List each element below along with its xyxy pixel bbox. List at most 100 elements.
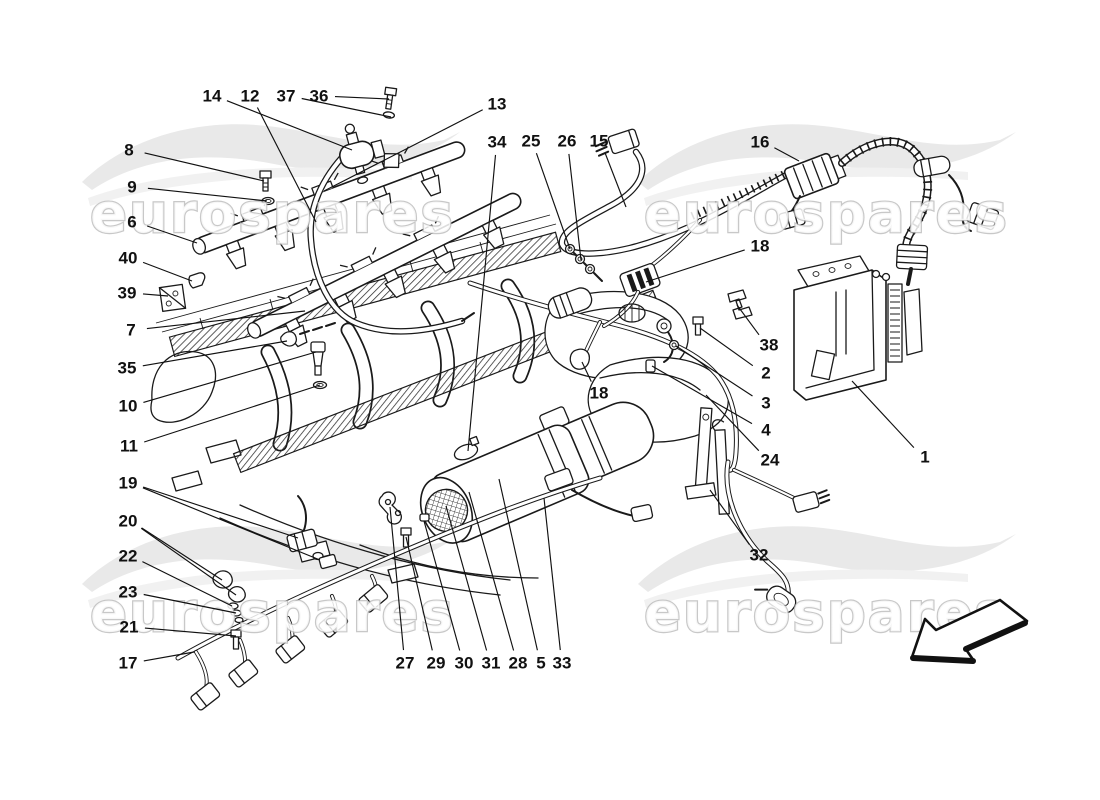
ignition-wire-harness bbox=[175, 475, 603, 711]
left-manifold bbox=[150, 350, 217, 423]
watermark-swoosh-bottom-right bbox=[638, 526, 1016, 608]
part-callout-6: 6 bbox=[127, 213, 136, 232]
spark-plug-boot bbox=[228, 659, 259, 688]
fuel-rail-a bbox=[192, 141, 466, 270]
leader-line bbox=[143, 593, 237, 614]
watermark-text: eurospares bbox=[90, 182, 455, 245]
part-callout-40: 40 bbox=[119, 249, 138, 268]
part-callout-25: 25 bbox=[522, 132, 541, 151]
leader-line bbox=[851, 380, 915, 448]
leader-line bbox=[709, 489, 750, 545]
part-callout-24: 24 bbox=[761, 451, 780, 470]
eyelet bbox=[656, 318, 672, 334]
leader-line bbox=[146, 310, 306, 330]
leader-line bbox=[334, 96, 390, 100]
nut-3 bbox=[668, 339, 680, 351]
plug-right bbox=[966, 202, 1000, 231]
sensor-plug-19b bbox=[318, 553, 338, 570]
injector-10 bbox=[310, 341, 328, 390]
bracket-24 bbox=[684, 407, 717, 500]
leader-line bbox=[604, 152, 627, 208]
part-callout-8: 8 bbox=[124, 141, 133, 160]
part-callout-13: 13 bbox=[488, 95, 507, 114]
leader-line bbox=[535, 153, 571, 250]
part-callout-2: 2 bbox=[761, 364, 770, 383]
part-callout-20: 20 bbox=[119, 512, 138, 531]
leader-line bbox=[498, 478, 538, 651]
bracket-39 bbox=[158, 283, 187, 313]
leader-line bbox=[141, 527, 223, 581]
injector-cups bbox=[284, 219, 505, 348]
leader-line bbox=[389, 506, 405, 651]
leader-line bbox=[142, 261, 193, 282]
leader-line bbox=[144, 627, 237, 637]
wiring-clip-35 bbox=[280, 331, 297, 347]
leader-line bbox=[736, 304, 760, 336]
leader-line bbox=[144, 152, 265, 182]
spark-plug-boot bbox=[318, 609, 349, 638]
clamp-18-lower bbox=[569, 348, 590, 370]
part-callout-16: 16 bbox=[751, 133, 770, 152]
leader-line bbox=[405, 536, 433, 651]
part-callout-17: 17 bbox=[119, 654, 138, 673]
injector-cups bbox=[225, 167, 442, 270]
part-callout-27: 27 bbox=[396, 654, 415, 673]
part-callout-32: 32 bbox=[750, 546, 769, 565]
clamp-20a bbox=[212, 570, 233, 589]
part-callout-21: 21 bbox=[120, 618, 139, 637]
part-callout-28: 28 bbox=[509, 654, 528, 673]
part-callout-23: 23 bbox=[119, 583, 138, 602]
spark-plug-boot bbox=[190, 682, 221, 711]
part-callout-10: 10 bbox=[119, 397, 138, 416]
leader-line bbox=[581, 361, 592, 382]
screw-2 bbox=[692, 316, 704, 336]
leader-line bbox=[645, 249, 745, 283]
leader-line bbox=[323, 109, 483, 192]
connector-18-upper bbox=[619, 263, 661, 297]
ring-terminals bbox=[564, 243, 603, 282]
part-callout-22: 22 bbox=[119, 547, 138, 566]
leader-line bbox=[699, 327, 754, 367]
leader-line bbox=[705, 394, 760, 452]
part-callout-18: 18 bbox=[751, 237, 770, 256]
part-callout-12: 12 bbox=[241, 87, 260, 106]
part-callout-33: 33 bbox=[553, 654, 572, 673]
spacer-4 bbox=[645, 359, 656, 373]
mount-screw-36 bbox=[382, 86, 398, 119]
part-callout-26: 26 bbox=[558, 132, 577, 151]
part-callout-4: 4 bbox=[761, 421, 771, 440]
part-callout-36: 36 bbox=[310, 87, 329, 106]
fuel-rail-b bbox=[247, 192, 522, 348]
center-harness bbox=[467, 243, 831, 614]
spark-plug-boot bbox=[358, 584, 389, 613]
clamp-20b bbox=[227, 586, 246, 603]
watermark-text: eurospares bbox=[90, 581, 455, 644]
direction-arrow-icon bbox=[910, 598, 1029, 664]
three-prong-plug bbox=[792, 489, 831, 513]
leader-line bbox=[568, 153, 582, 261]
part-callout-7: 7 bbox=[126, 321, 135, 340]
leader-line bbox=[423, 520, 461, 651]
part-callout-34: 34 bbox=[488, 133, 507, 152]
part-callout-14: 14 bbox=[203, 87, 222, 106]
part-callout-3: 3 bbox=[761, 394, 770, 413]
loom-coupling bbox=[895, 243, 929, 271]
part-callout-19: 19 bbox=[119, 474, 138, 493]
harness-plug-15 bbox=[594, 128, 640, 157]
part-callout-39: 39 bbox=[118, 284, 137, 303]
leader-line bbox=[468, 491, 515, 651]
leader-line bbox=[142, 561, 233, 607]
engine-block-art bbox=[150, 214, 729, 596]
leader-line bbox=[543, 497, 561, 651]
part-callout-29: 29 bbox=[427, 654, 446, 673]
round-plug bbox=[754, 585, 797, 614]
part-callout-38: 38 bbox=[760, 336, 779, 355]
leader-line bbox=[467, 154, 497, 452]
leader-line bbox=[144, 384, 321, 443]
leader-line bbox=[301, 97, 392, 118]
bracket-38 bbox=[727, 289, 753, 320]
part-callout-11: 11 bbox=[120, 437, 138, 456]
leader-line bbox=[143, 486, 299, 539]
